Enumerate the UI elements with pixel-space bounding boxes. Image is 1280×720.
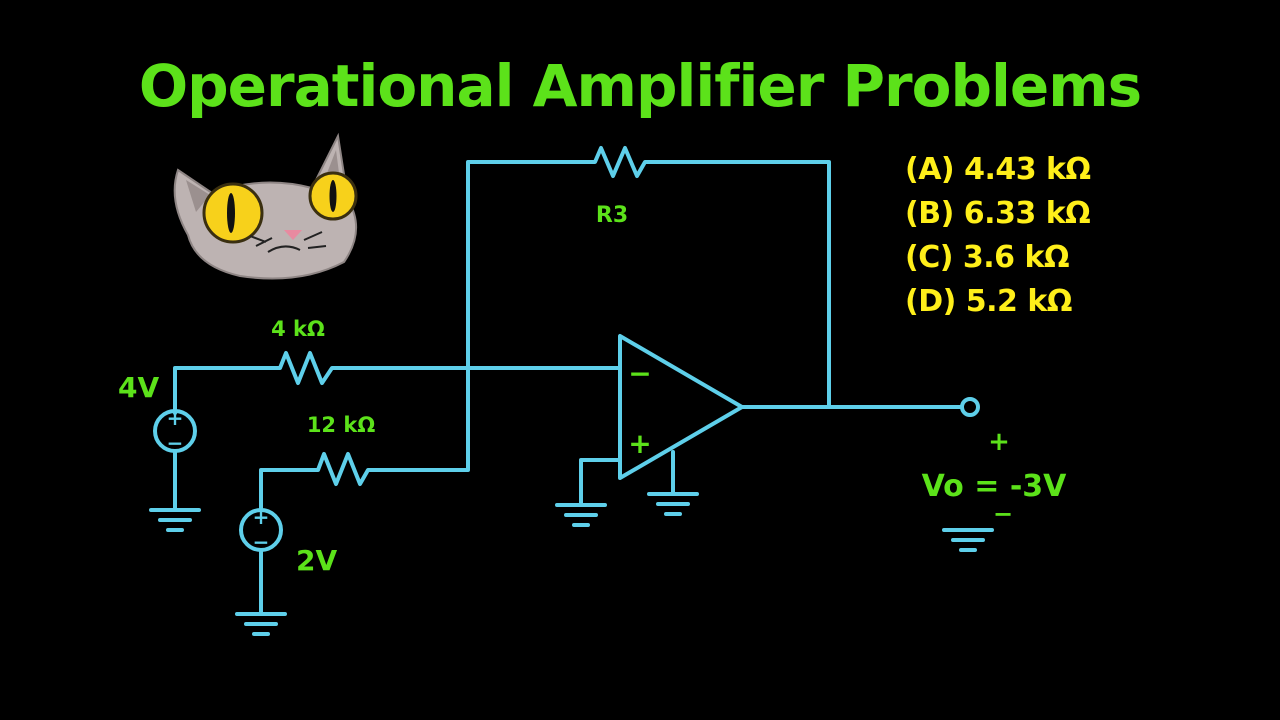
output-plus-sign: + (988, 427, 1010, 457)
label-source-4v: 4V (118, 371, 159, 404)
answer-choice-b[interactable]: (B) 6.33 kΩ (905, 192, 1091, 236)
opamp-inverting-sign: − (628, 357, 651, 390)
output-terminal (960, 397, 980, 417)
answer-value: 3.6 kΩ (962, 240, 1070, 275)
input2-wire (259, 468, 307, 510)
cat-icon (173, 132, 358, 280)
resistor-4k (263, 351, 347, 385)
feedback-wire (466, 160, 582, 367)
opamp-noninverting-sign: + (628, 427, 651, 460)
output-minus-sign: − (993, 500, 1013, 528)
answer-value: 4.43 kΩ (964, 152, 1091, 187)
answer-letter: (D) (905, 284, 956, 319)
answer-letter: (B) (905, 196, 954, 231)
source2-minus: − (253, 530, 270, 554)
answer-choices: (A) 4.43 kΩ (B) 6.33 kΩ (C) 3.6 kΩ (D) 5… (905, 148, 1091, 324)
answer-value: 5.2 kΩ (965, 284, 1073, 319)
output-voltage-label: Vo = -3V (922, 469, 1068, 504)
ground5-icon (942, 528, 994, 552)
label-4k: 4 kΩ (271, 317, 325, 341)
answer-choice-c[interactable]: (C) 3.6 kΩ (905, 236, 1091, 280)
input1-wire (173, 366, 267, 415)
feedback-resistor (578, 146, 657, 178)
label-source-2v: 2V (296, 544, 337, 577)
input2-node-wire (376, 363, 470, 472)
feedback-wire-out (653, 160, 831, 408)
ground2-icon (235, 612, 287, 636)
label-r3: R3 (596, 203, 628, 228)
answer-choice-d[interactable]: (D) 5.2 kΩ (905, 280, 1091, 324)
source1-plus: + (167, 406, 184, 430)
opamp-triangle (618, 334, 744, 480)
ground4-icon (647, 492, 699, 516)
label-12k: 12 kΩ (307, 413, 376, 437)
ground1-icon (149, 508, 201, 532)
resistor-12k (303, 452, 380, 486)
answer-letter: (A) (905, 152, 955, 187)
noninverting-ground-wire (579, 458, 622, 505)
answer-letter: (C) (905, 240, 953, 275)
ground3-icon (555, 503, 607, 527)
page-title: Operational Amplifier Problems (138, 52, 1142, 120)
source1-minus: − (167, 431, 184, 455)
source2-plus: + (253, 505, 270, 529)
answer-choice-a[interactable]: (A) 4.43 kΩ (905, 148, 1091, 192)
answer-value: 6.33 kΩ (963, 196, 1091, 231)
